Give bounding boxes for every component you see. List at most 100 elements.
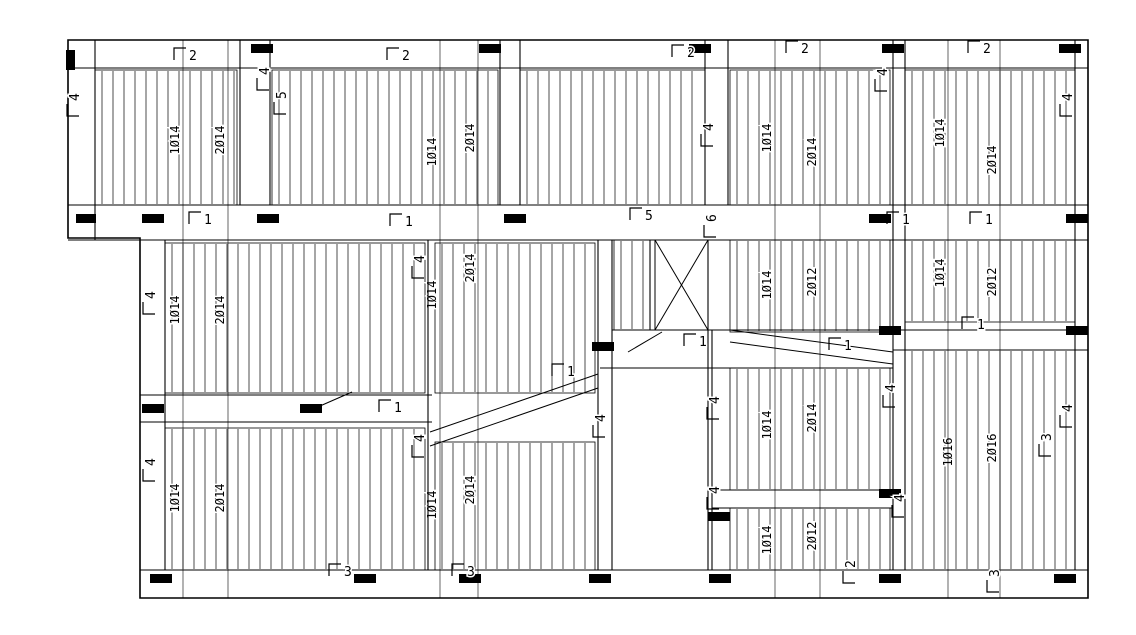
column-marker bbox=[879, 574, 901, 583]
building-outline bbox=[67, 39, 1089, 599]
diagonal-line bbox=[627, 331, 663, 353]
section-marker-bracket bbox=[967, 40, 980, 53]
rebar-label: 2Ø16 bbox=[985, 434, 999, 463]
rebar-label: 2Ø12 bbox=[985, 268, 999, 297]
section-marker-number: 3 bbox=[1040, 433, 1055, 441]
rebar-label: 1Ø14 bbox=[425, 281, 439, 310]
section-marker-bracket bbox=[1038, 444, 1051, 457]
section-marker-number: 4 bbox=[68, 93, 83, 101]
section-marker-bracket bbox=[785, 40, 798, 53]
section-marker: 1 bbox=[886, 211, 911, 230]
section-marker-number: 4 bbox=[876, 68, 891, 76]
section-marker: 4 bbox=[1059, 403, 1078, 428]
section-marker-number: 1 bbox=[902, 213, 910, 228]
section-marker: 4 bbox=[142, 290, 161, 315]
section-marker-bracket bbox=[828, 337, 841, 350]
section-marker: 4 bbox=[700, 122, 719, 147]
column-marker bbox=[150, 574, 172, 583]
section-marker-bracket bbox=[173, 47, 186, 60]
section-marker: 4 bbox=[1059, 92, 1078, 117]
rebar-label: 2Ø14 bbox=[463, 476, 477, 505]
section-marker-number: 4 bbox=[1061, 93, 1076, 101]
section-marker-bracket bbox=[874, 79, 887, 92]
rebar-label: 2Ø14 bbox=[213, 296, 227, 325]
column-marker bbox=[504, 214, 526, 223]
section-marker-bracket bbox=[411, 445, 424, 458]
section-marker: 1 bbox=[389, 213, 414, 232]
section-marker: 2 bbox=[842, 559, 861, 584]
section-marker-number: 3 bbox=[988, 569, 1003, 577]
section-marker-number: 4 bbox=[708, 486, 723, 494]
section-marker-bracket bbox=[1059, 415, 1072, 428]
section-marker-bracket bbox=[188, 211, 201, 224]
section-marker-bracket bbox=[683, 333, 696, 346]
column-marker bbox=[592, 342, 614, 351]
section-marker-bracket bbox=[389, 213, 402, 226]
section-marker: 1 bbox=[378, 399, 403, 418]
section-marker-number: 4 bbox=[594, 414, 609, 422]
diagonal-line bbox=[429, 373, 599, 433]
column-marker bbox=[589, 574, 611, 583]
section-marker-number: 1 bbox=[699, 335, 707, 350]
section-marker: 1 bbox=[551, 363, 576, 382]
section-marker-number: 1 bbox=[977, 318, 985, 333]
section-marker-bracket bbox=[700, 134, 713, 147]
rebar-label: 1Ø14 bbox=[168, 126, 182, 155]
section-marker-bracket bbox=[891, 505, 904, 518]
section-marker: 4 bbox=[256, 66, 275, 91]
slab-panel-border bbox=[904, 69, 1076, 206]
column-marker bbox=[879, 326, 901, 335]
section-marker: 4 bbox=[874, 67, 893, 92]
section-marker-number: 1 bbox=[394, 401, 402, 416]
diagonal-line bbox=[729, 341, 894, 365]
section-marker-bracket bbox=[842, 571, 855, 584]
section-marker-number: 2 bbox=[844, 560, 859, 568]
column-marker bbox=[879, 489, 901, 498]
section-marker-bracket bbox=[273, 102, 286, 115]
section-marker: 4 bbox=[66, 92, 85, 117]
section-marker: 4 bbox=[891, 493, 910, 518]
section-marker-bracket bbox=[66, 104, 79, 117]
section-marker-number: 4 bbox=[258, 67, 273, 75]
section-marker-bracket bbox=[592, 425, 605, 438]
section-marker-number: 4 bbox=[702, 123, 717, 131]
section-marker-bracket bbox=[256, 78, 269, 91]
rebar-label: 2Ø14 bbox=[213, 484, 227, 513]
section-marker-number: 2 bbox=[801, 42, 809, 57]
section-marker: 2 bbox=[671, 44, 696, 63]
section-marker: 3 bbox=[328, 563, 353, 582]
slab-panel-border bbox=[519, 69, 706, 206]
section-marker-number: 6 bbox=[705, 214, 720, 222]
column-marker bbox=[300, 404, 322, 413]
stair-cross-box bbox=[654, 239, 709, 331]
column-marker bbox=[1066, 214, 1088, 223]
column-marker bbox=[66, 50, 75, 70]
section-marker-number: 3 bbox=[344, 565, 352, 580]
section-marker: 1 bbox=[188, 211, 213, 230]
section-marker-number: 5 bbox=[645, 209, 653, 224]
rebar-label: 1Ø14 bbox=[425, 138, 439, 167]
slab-panel-border bbox=[164, 427, 426, 571]
section-marker-bracket bbox=[882, 395, 895, 408]
section-marker-bracket bbox=[142, 302, 155, 315]
section-marker: 4 bbox=[411, 254, 430, 279]
section-marker-number: 1 bbox=[204, 213, 212, 228]
section-marker: 4 bbox=[142, 457, 161, 482]
section-marker: 2 bbox=[386, 47, 411, 66]
section-marker-number: 1 bbox=[567, 365, 575, 380]
section-marker-bracket bbox=[386, 47, 399, 60]
section-marker-number: 5 bbox=[275, 91, 290, 99]
section-marker: 1 bbox=[969, 211, 994, 230]
section-marker-number: 3 bbox=[467, 565, 475, 580]
section-marker-bracket bbox=[378, 399, 391, 412]
rebar-label: 1Ø14 bbox=[760, 271, 774, 300]
